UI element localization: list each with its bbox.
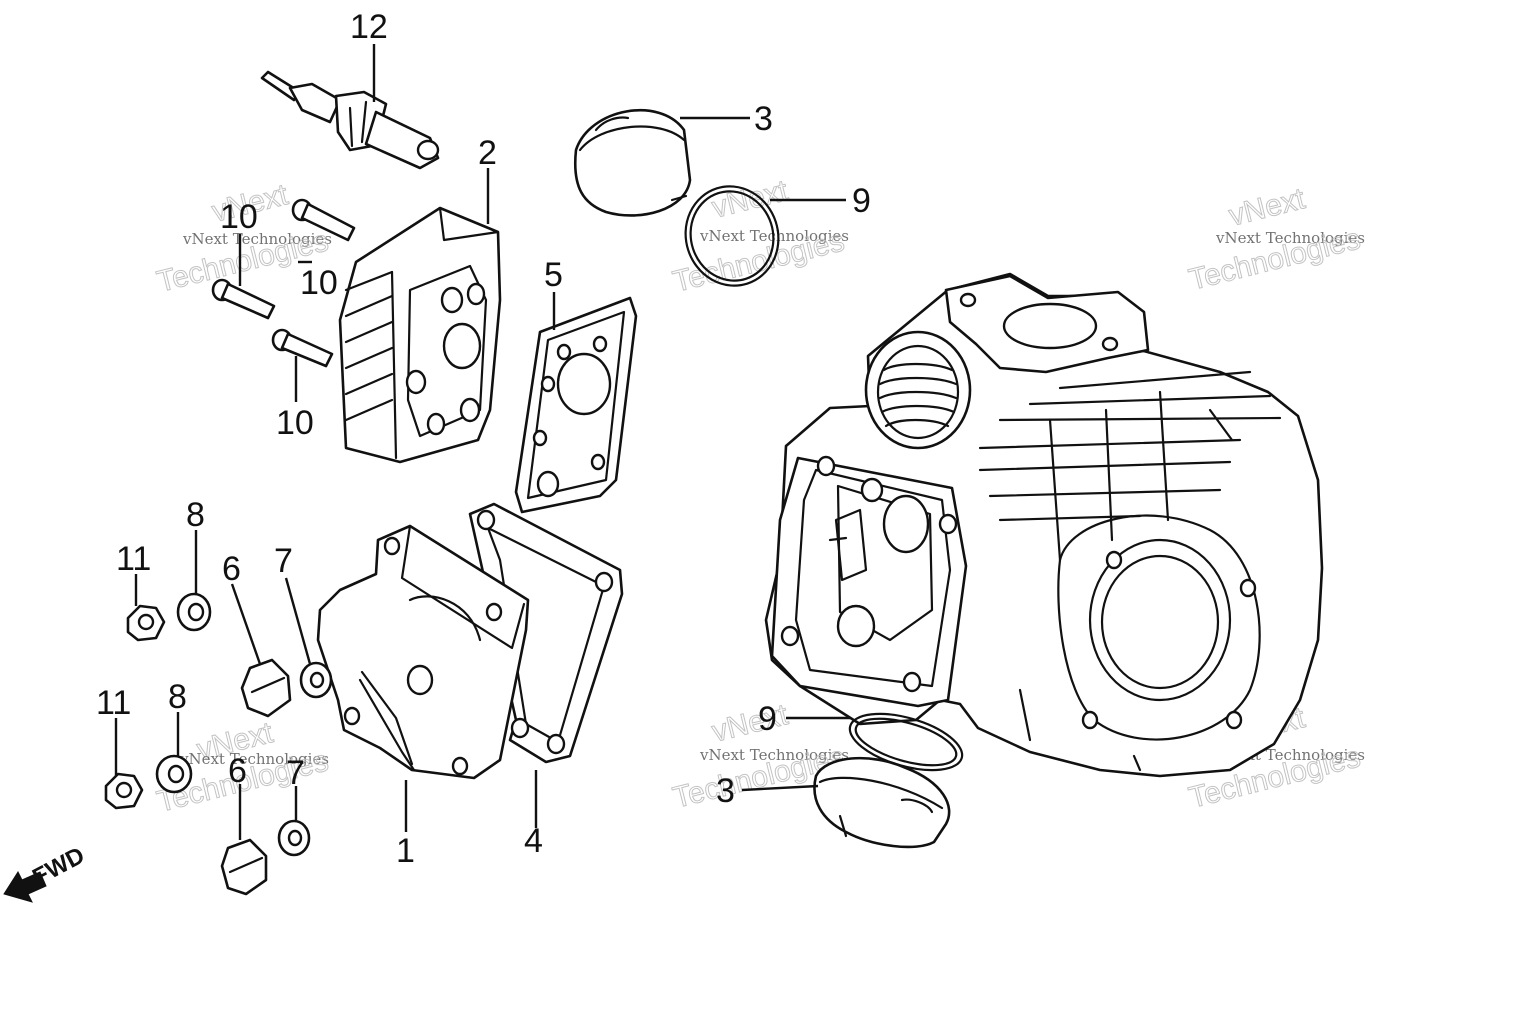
callout-6-upper: 6 — [222, 550, 241, 588]
watermark-top-3: vNext — [1226, 182, 1309, 233]
watermark-small-5: vNext Technologies — [699, 746, 849, 764]
callout-5: 5 — [544, 256, 563, 294]
watermark-top-5: vNext — [709, 698, 792, 749]
callout-11-upper: 11 — [116, 540, 151, 578]
callout-9-top: 9 — [852, 182, 871, 220]
part-6-cap-nut-lower — [220, 838, 268, 896]
callout-11-lower: 11 — [96, 684, 131, 722]
part-7-washer-lower — [277, 819, 311, 857]
part-9-oring-top — [684, 185, 780, 287]
part-6-cap-nut-upper — [240, 658, 292, 718]
watermark-small-4: vNext Technologies — [179, 750, 329, 768]
callout-10-b: 10 — [300, 264, 338, 302]
callout-10-a: 10 — [220, 198, 258, 236]
watermark-small-1: vNext Technologies — [182, 230, 332, 248]
callout-8-lower: 8 — [168, 678, 187, 716]
part-11-nut-lower — [104, 772, 144, 810]
callout-1: 1 — [396, 832, 415, 870]
part-3-cap-bottom — [813, 756, 951, 849]
forward-direction-indicator: FWD — [3, 842, 89, 903]
part-4-gasket — [468, 502, 624, 764]
callout-9-bottom: 9 — [758, 700, 777, 738]
callout-7-upper: 7 — [274, 542, 293, 580]
part-11-nut-upper — [126, 604, 166, 642]
callout-3-top: 3 — [754, 100, 773, 138]
forward-arrow-icon — [3, 870, 47, 903]
callout-4: 4 — [524, 822, 543, 860]
part-7-washer-upper — [299, 661, 333, 699]
part-2-head-cover — [338, 206, 502, 464]
callout-6-lower: 6 — [228, 752, 247, 790]
cylinder-head-assembly — [764, 272, 1324, 778]
part-1-valve-cover — [316, 524, 530, 780]
callout-7-lower: 7 — [286, 754, 305, 792]
part-8-washer-lower — [155, 754, 193, 794]
callout-8-upper: 8 — [186, 496, 205, 534]
part-12-spark-plug — [260, 70, 440, 170]
leader-lines — [114, 44, 850, 840]
callout-10-c: 10 — [276, 404, 314, 442]
part-3-cap-top — [573, 108, 692, 217]
callout-2: 2 — [478, 134, 497, 172]
part-8-washer-upper — [176, 592, 212, 632]
callout-labels: 12 2 3 9 5 10 10 10 8 11 6 7 8 11 6 7 1 … — [96, 8, 871, 870]
callout-12: 12 — [350, 8, 388, 46]
part-10-bolts — [211, 198, 356, 368]
callout-3-bottom: 3 — [716, 772, 735, 810]
watermark-small-3: vNext Technologies — [1215, 229, 1365, 247]
fwd-label: FWD — [28, 842, 89, 891]
part-5-gasket — [514, 296, 638, 514]
